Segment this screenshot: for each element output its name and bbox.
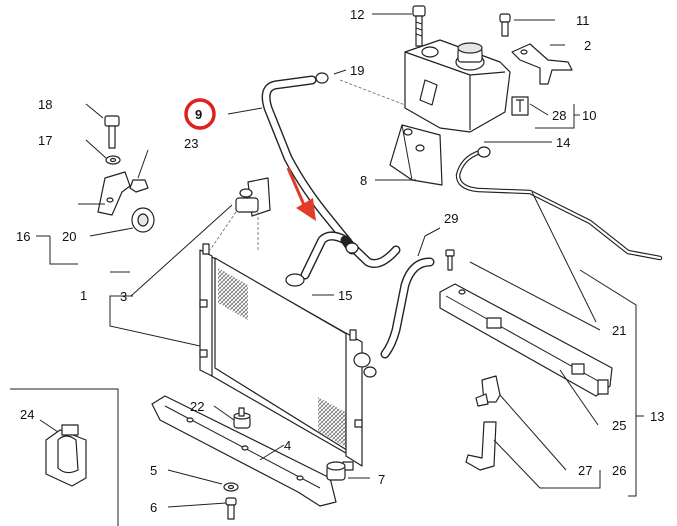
callout-21: 21 <box>612 323 626 338</box>
clip-frame <box>10 388 119 526</box>
callout-11: 11 <box>576 13 590 28</box>
highlight-circle <box>184 98 216 130</box>
clip-part-27 <box>475 375 501 407</box>
washer-part-5 <box>223 482 239 492</box>
washer-part-17 <box>105 155 121 165</box>
callout-29: 29 <box>444 211 458 226</box>
callout-16: 16 <box>16 229 30 244</box>
callout-1: 1 <box>80 288 87 303</box>
expansion-tank <box>339 39 529 133</box>
callout-22: 22 <box>190 399 204 414</box>
callout-10: 10 <box>582 108 596 123</box>
callout-27: 27 <box>578 463 592 478</box>
bolt-small <box>445 249 455 271</box>
bracket-part-27 <box>465 421 497 471</box>
mount-part-7 <box>326 461 346 481</box>
callout-15: 15 <box>338 288 352 303</box>
callout-7: 7 <box>378 472 385 487</box>
bracket-part-2 <box>511 43 573 85</box>
callout-17: 17 <box>38 133 52 148</box>
callout-3: 3 <box>120 289 127 304</box>
radiator <box>199 243 377 471</box>
red-arrow <box>286 167 316 221</box>
callout-9: 9 <box>195 107 202 122</box>
callout-8: 8 <box>360 173 367 188</box>
bolt-part-18 <box>104 115 120 149</box>
hose-part-29 <box>380 257 435 359</box>
callout-23: 23 <box>184 136 198 151</box>
hose-part-9 <box>261 72 353 247</box>
panel-part-21 <box>439 283 613 397</box>
callout-14: 14 <box>556 135 570 150</box>
callout-24: 24 <box>20 407 34 422</box>
callout-25: 25 <box>612 418 626 433</box>
callout-labels: 1 2 3 4 5 6 7 8 9 10 11 12 13 14 15 16 1… <box>16 7 664 515</box>
callout-18: 18 <box>38 97 52 112</box>
thin-hose-part-14 <box>455 146 663 261</box>
callout-6: 6 <box>150 500 157 515</box>
bracket-part-16 <box>97 171 131 216</box>
bolt-part-12 <box>412 5 426 47</box>
grommet-part-20 <box>131 207 155 233</box>
pump-part-3 <box>209 177 271 252</box>
leader-lines <box>36 13 644 508</box>
callout-28: 28 <box>552 108 566 123</box>
bolt-part-6 <box>225 497 237 520</box>
callout-26: 26 <box>612 463 626 478</box>
clip-part-24 <box>45 424 87 487</box>
callout-19: 19 <box>350 63 364 78</box>
callout-13: 13 <box>650 409 664 424</box>
mount-part-22 <box>233 407 251 429</box>
nut-part-23 <box>129 179 149 193</box>
callout-2: 2 <box>584 38 591 53</box>
callout-20: 20 <box>62 229 76 244</box>
support-part-4 <box>151 395 337 507</box>
hose-lower <box>285 231 401 287</box>
callout-5: 5 <box>150 463 157 478</box>
callout-4: 4 <box>284 438 291 453</box>
bracket-part-8 <box>389 124 443 186</box>
callout-12: 12 <box>350 7 364 22</box>
bolt-part-11 <box>499 13 511 37</box>
